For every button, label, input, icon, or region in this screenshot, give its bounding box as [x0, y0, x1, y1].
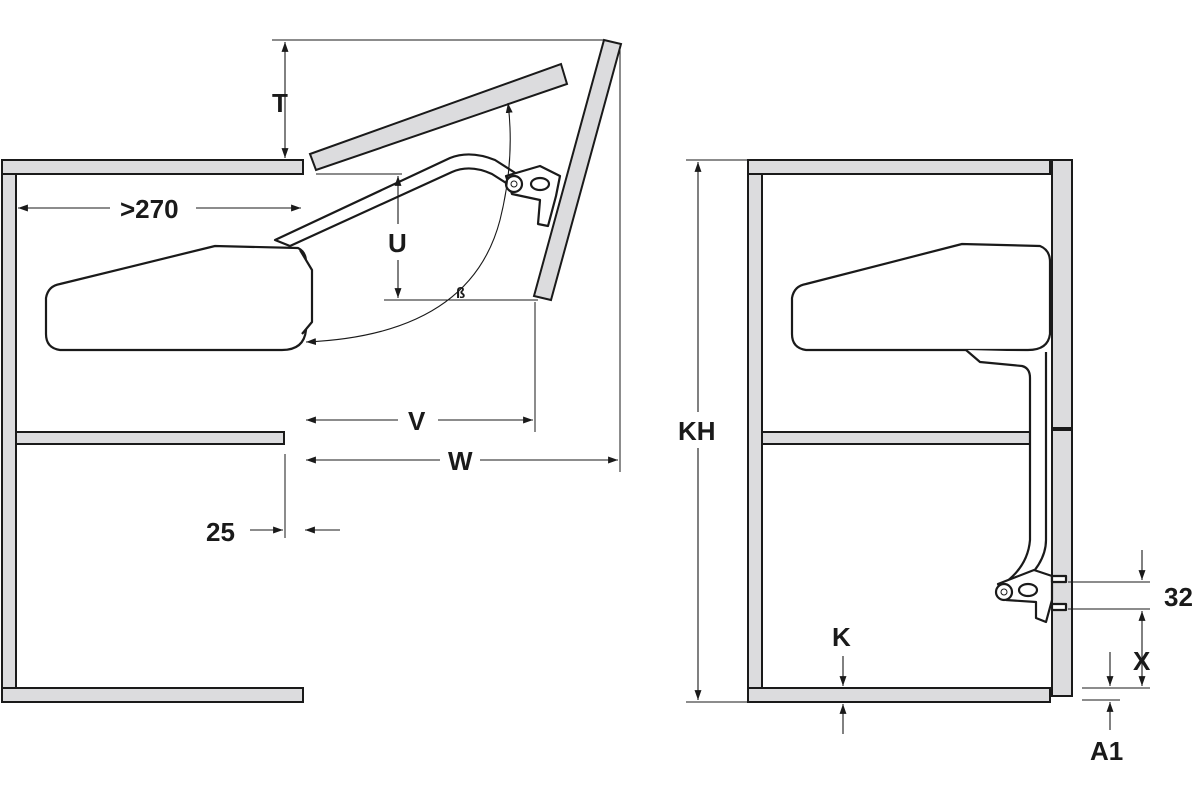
label-u: U [388, 228, 407, 258]
label-w: W [448, 446, 473, 476]
label-32: 32 [1164, 582, 1193, 612]
beta-arc [305, 102, 513, 346]
right-upper-flap [1051, 159, 1073, 429]
label-over270: >270 [120, 194, 179, 224]
right-top-panel [747, 159, 1051, 175]
right-shelf [761, 431, 1031, 445]
left-side-panel [1, 173, 17, 689]
left-lift-hinge-cover [299, 249, 314, 335]
left-hinge-fitting [504, 164, 562, 228]
right-hinge-fitting [994, 568, 1068, 624]
right-bottom-panel [747, 687, 1051, 703]
left-lift-body [44, 244, 308, 352]
left-shelf [15, 431, 285, 445]
label-beta: ß [456, 285, 465, 302]
left-cabinet-view [1, 38, 623, 703]
right-side-panel [747, 173, 763, 689]
right-lift-arm [965, 349, 1048, 592]
right-lower-flap [1051, 429, 1073, 697]
label-a1: A1 [1090, 736, 1123, 766]
right-cabinet-view [676, 159, 1150, 734]
right-lift-body [790, 242, 1052, 352]
label-v: V [408, 406, 426, 436]
label-x: X [1133, 646, 1151, 676]
upper-flap-panel [308, 62, 569, 172]
lower-flap-panel [532, 38, 623, 302]
label-kh: KH [678, 416, 716, 446]
left-top-panel [1, 159, 304, 175]
label-25: 25 [206, 517, 235, 547]
left-bottom-panel [1, 687, 304, 703]
label-t: T [272, 88, 288, 118]
label-k: K [832, 622, 851, 652]
